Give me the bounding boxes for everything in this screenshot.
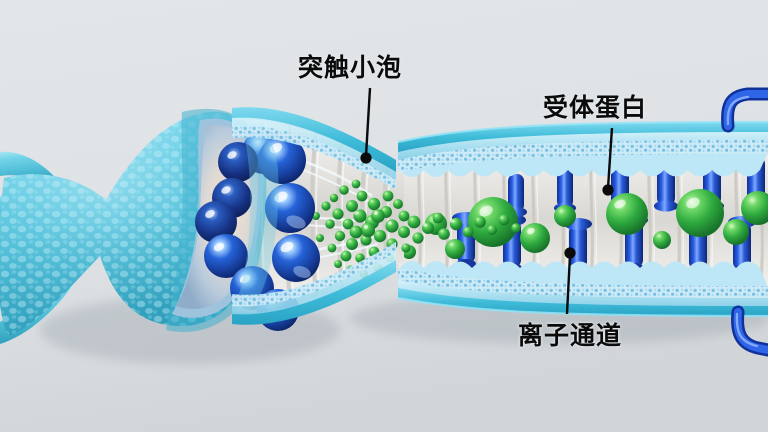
neurotransmitter-cloud: [312, 179, 521, 279]
bound-ligand-spheres: [402, 189, 768, 259]
label-ion-channel: 离子通道: [518, 321, 623, 350]
ion-channel-tubes: [721, 87, 768, 357]
leader-receptor-protein: [606, 127, 614, 189]
postsynaptic-membrane-bottom: [397, 261, 768, 318]
leader-synaptic-vesicle: [364, 87, 372, 157]
label-receptor-protein: 受体蛋白: [543, 93, 648, 122]
presynaptic-terminal: [0, 107, 396, 344]
postsynaptic-membrane-top: [397, 120, 768, 177]
synaptic-vesicles: [195, 130, 320, 331]
postsynaptic-cell: [397, 87, 768, 357]
leader-lines: [360, 87, 614, 315]
leader-ion-channel: [565, 254, 572, 315]
label-synaptic-vesicle: 突触小泡: [298, 53, 403, 82]
